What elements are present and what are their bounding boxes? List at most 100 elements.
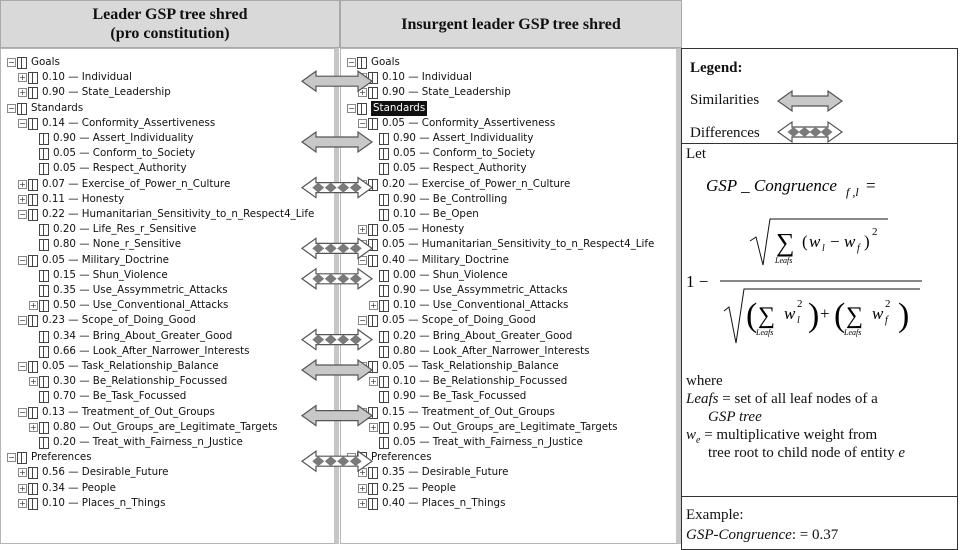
- collapse-icon[interactable]: −: [347, 103, 356, 113]
- collapse-icon[interactable]: −: [18, 255, 27, 265]
- similarity-arrow: [300, 70, 374, 93]
- tree-node-label: 0.90 — Be_Controlling: [393, 192, 508, 205]
- expand-icon[interactable]: +: [358, 498, 367, 508]
- collapse-icon[interactable]: −: [18, 210, 27, 219]
- expand-icon[interactable]: +: [369, 377, 378, 387]
- node-icon: [28, 361, 38, 373]
- tree-node-label: 0.20 — Life_Res_r_Sensitive: [53, 223, 197, 236]
- collapse-icon[interactable]: −: [18, 407, 27, 417]
- collapse-icon[interactable]: −: [358, 118, 367, 128]
- expand-icon[interactable]: +: [29, 301, 38, 311]
- node-icon: [17, 102, 27, 115]
- difference-diamond: [324, 182, 337, 193]
- svg-text:): ): [898, 297, 909, 334]
- expand-icon[interactable]: +: [369, 422, 378, 432]
- collapse-icon[interactable]: −: [7, 453, 16, 463]
- tree-node-label: Standards: [31, 101, 84, 114]
- difference-diamond: [337, 243, 350, 254]
- expand-icon[interactable]: +: [369, 301, 378, 311]
- tree-node-label: Preferences: [371, 451, 432, 464]
- expand-icon[interactable]: +: [29, 377, 38, 387]
- tree-node-label: 0.90 — State_Leadership: [382, 86, 511, 99]
- node-icon: [379, 193, 389, 206]
- node-icon: [368, 87, 378, 100]
- tree-node-label: 0.23 — Scope_of_Doing_Good: [42, 314, 196, 327]
- node-icon: [368, 224, 378, 237]
- expand-icon[interactable]: +: [358, 88, 367, 98]
- expand-icon[interactable]: +: [18, 483, 27, 493]
- tree-node-label: 0.90 — Use_Assymmetric_Attacks: [393, 284, 568, 296]
- expand-icon[interactable]: +: [358, 483, 367, 493]
- tree-node-label: 0.95 — Out_Groups_are_Legitimate_Targets: [393, 420, 618, 433]
- example-value: GSP-Congruence: = 0.37: [686, 527, 839, 543]
- node-icon: [368, 482, 378, 495]
- similarity-arrow: [776, 89, 844, 113]
- difference-diamond: [312, 243, 325, 254]
- tree-node-label: 0.05 — Task_Relationship_Balance: [42, 360, 219, 372]
- difference-diamond: [787, 127, 800, 137]
- collapse-icon[interactable]: −: [18, 118, 27, 128]
- difference-diamond: [312, 334, 325, 345]
- node-icon: [39, 391, 49, 404]
- node-icon: [28, 209, 38, 221]
- node-icon: [17, 452, 27, 465]
- difference-diamond: [337, 182, 350, 193]
- difference-arrow-icon: [776, 120, 844, 144]
- tree-node-label: 0.35 — Desirable_Future: [382, 466, 509, 479]
- tree-node-label: 0.10 — Be_Relationship_Focussed: [393, 375, 568, 388]
- legend-arrow-icons: [776, 89, 844, 144]
- tree-node-label: 0.10 — Be_Open: [393, 208, 479, 220]
- expand-icon[interactable]: +: [18, 498, 27, 508]
- difference-arrow: [300, 450, 374, 473]
- collapse-icon[interactable]: −: [358, 316, 367, 326]
- tree-node-label: 0.11 — Honesty: [42, 192, 125, 205]
- tree-node-label: 0.13 — Treatment_of_Out_Groups: [42, 405, 215, 418]
- expand-icon[interactable]: +: [358, 468, 367, 478]
- expand-icon[interactable]: +: [18, 88, 27, 98]
- tree-node-label: 0.05 — Scope_of_Doing_Good: [382, 314, 536, 327]
- tree-node-label: 0.70 — Be_Task_Focussed: [53, 390, 187, 403]
- tree-node-label: 0.05 — Treat_with_Fairness_n_Justice: [393, 436, 583, 448]
- expand-icon[interactable]: +: [18, 468, 27, 478]
- tree-node-label: Goals: [371, 56, 400, 68]
- node-icon: [39, 437, 49, 449]
- node-icon: [379, 133, 389, 145]
- expand-icon[interactable]: +: [18, 73, 27, 83]
- difference-diamond: [349, 456, 362, 467]
- difference-diamond: [337, 456, 350, 467]
- left-header-line1: Leader GSP tree shred: [92, 6, 248, 23]
- expand-icon[interactable]: +: [29, 422, 38, 432]
- node-icon: [39, 345, 49, 358]
- node-icon: [39, 269, 49, 282]
- legend-similarities-label: Similarities: [690, 92, 760, 108]
- svg-text:2: 2: [797, 298, 803, 310]
- difference-arrow: [300, 328, 374, 351]
- left-tree-panel[interactable]: −Goals+0.10 — Individual+0.90 — State_Le…: [0, 48, 339, 544]
- svg-text:f: f: [885, 315, 889, 326]
- tree-node-label: 0.10 — Individual: [382, 71, 472, 84]
- svg-text:f ,l: f ,l: [846, 185, 859, 199]
- collapse-icon[interactable]: −: [347, 58, 356, 67]
- expand-icon[interactable]: +: [358, 225, 367, 235]
- node-icon: [39, 285, 49, 297]
- tree-node-label: 0.90 — Assert_Individuality: [393, 132, 534, 144]
- difference-diamond: [324, 334, 337, 345]
- node-icon: [28, 87, 38, 100]
- collapse-icon[interactable]: −: [7, 58, 16, 67]
- example-divider: [681, 496, 958, 497]
- difference-diamond: [312, 456, 325, 467]
- svg-text:2: 2: [885, 298, 891, 310]
- node-icon: [39, 421, 49, 434]
- tree-node-label: 0.14 — Conformity_Assertiveness: [42, 116, 216, 129]
- node-icon: [368, 467, 378, 480]
- difference-diamond: [820, 127, 833, 137]
- expand-icon[interactable]: +: [18, 179, 27, 189]
- collapse-icon[interactable]: −: [358, 255, 367, 265]
- tree-node-label: 0.10 — Places_n_Things: [42, 496, 166, 509]
- expand-icon[interactable]: +: [18, 194, 27, 204]
- node-icon: [17, 57, 27, 69]
- collapse-icon[interactable]: −: [18, 362, 27, 371]
- collapse-icon[interactable]: −: [7, 103, 16, 113]
- collapse-icon[interactable]: −: [18, 316, 27, 326]
- svg-text:1 −: 1 −: [686, 272, 708, 291]
